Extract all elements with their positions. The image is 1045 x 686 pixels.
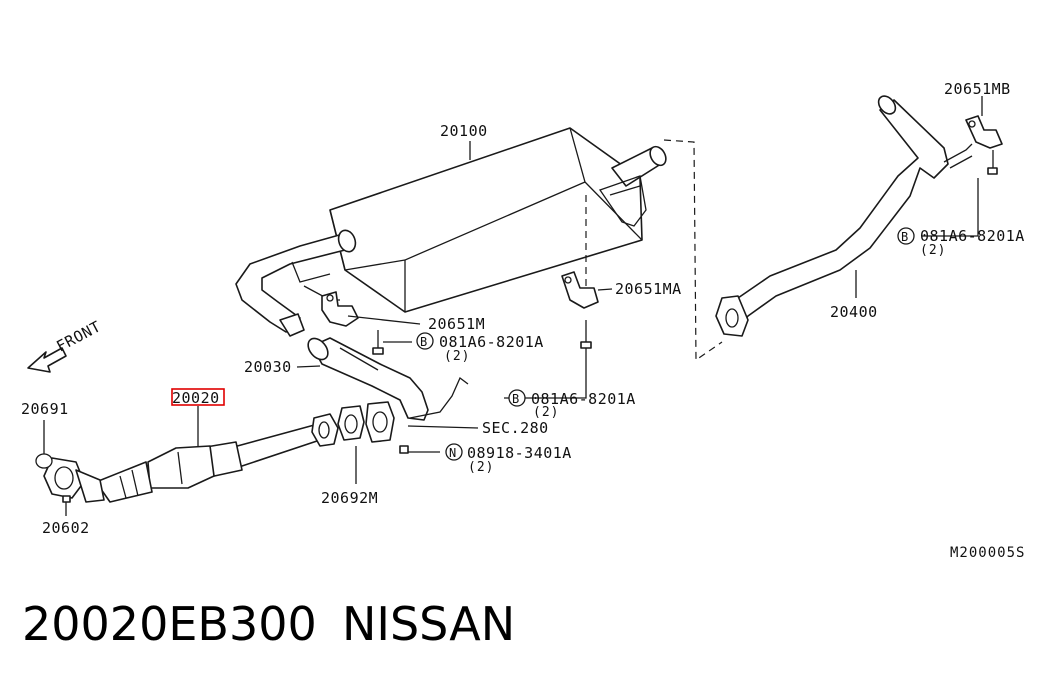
- hanger-20651mb: [922, 96, 1003, 237]
- footer-part-number: 20020EB300: [22, 597, 317, 651]
- bolt-middle: [372, 330, 412, 355]
- front-label: FRONT: [53, 317, 104, 355]
- fastener-callout-3: B 081A6-8201A (2): [897, 227, 1025, 258]
- svg-text:(2): (2): [920, 243, 946, 258]
- svg-text:B: B: [901, 230, 909, 244]
- svg-text:(2): (2): [468, 460, 494, 475]
- section-ref-280: SEC.280: [482, 419, 549, 437]
- gasket-20691: [35, 420, 53, 469]
- part-label-20692m: 20692M: [321, 489, 378, 507]
- center-pipe-20030: [279, 313, 469, 421]
- svg-text:081A6-8201A: 081A6-8201A: [439, 333, 544, 351]
- svg-text:B: B: [512, 392, 520, 406]
- hanger-20651ma: [504, 271, 613, 399]
- leader-sec280: [407, 425, 479, 429]
- front-tube-20020: [43, 413, 339, 503]
- nut-20602: [62, 495, 71, 516]
- hanger-20651m: [321, 291, 421, 327]
- leader-20030: [296, 365, 321, 368]
- svg-text:081A6-8201A: 081A6-8201A: [531, 390, 636, 408]
- footer-brand: NISSAN: [342, 597, 516, 651]
- part-label-20651m: 20651M: [428, 315, 485, 333]
- part-label-20020: 20020: [172, 389, 220, 407]
- diagram-code: M200005S: [950, 545, 1025, 561]
- front-direction-arrow: FRONT: [27, 317, 104, 373]
- gasket-20692m: [337, 401, 395, 484]
- svg-text:(2): (2): [533, 405, 559, 420]
- svg-text:08918-3401A: 08918-3401A: [467, 444, 572, 462]
- tail-pipe-20400: [715, 95, 973, 337]
- svg-text:N: N: [449, 446, 457, 460]
- part-label-20602: 20602: [42, 519, 90, 537]
- svg-text:081A6-8201A: 081A6-8201A: [920, 227, 1025, 245]
- part-label-20100: 20100: [440, 122, 488, 140]
- fastener-callout-1: B 081A6-8201A (2): [416, 332, 544, 364]
- fastener-callout-2: B 081A6-8201A (2): [508, 389, 636, 420]
- svg-text:B: B: [420, 335, 428, 349]
- part-label-20691: 20691: [21, 400, 69, 418]
- part-label-20030: 20030: [244, 358, 292, 376]
- nut-callout: N 08918-3401A (2): [399, 443, 572, 475]
- part-label-20651mb: 20651MB: [944, 80, 1011, 98]
- part-label-20651ma: 20651MA: [615, 280, 682, 298]
- highlight-box-20020: [171, 388, 225, 406]
- dashed-guide-2: [663, 139, 723, 362]
- muffler-20100: [235, 127, 667, 333]
- part-label-20400: 20400: [830, 303, 878, 321]
- svg-text:(2): (2): [444, 349, 470, 364]
